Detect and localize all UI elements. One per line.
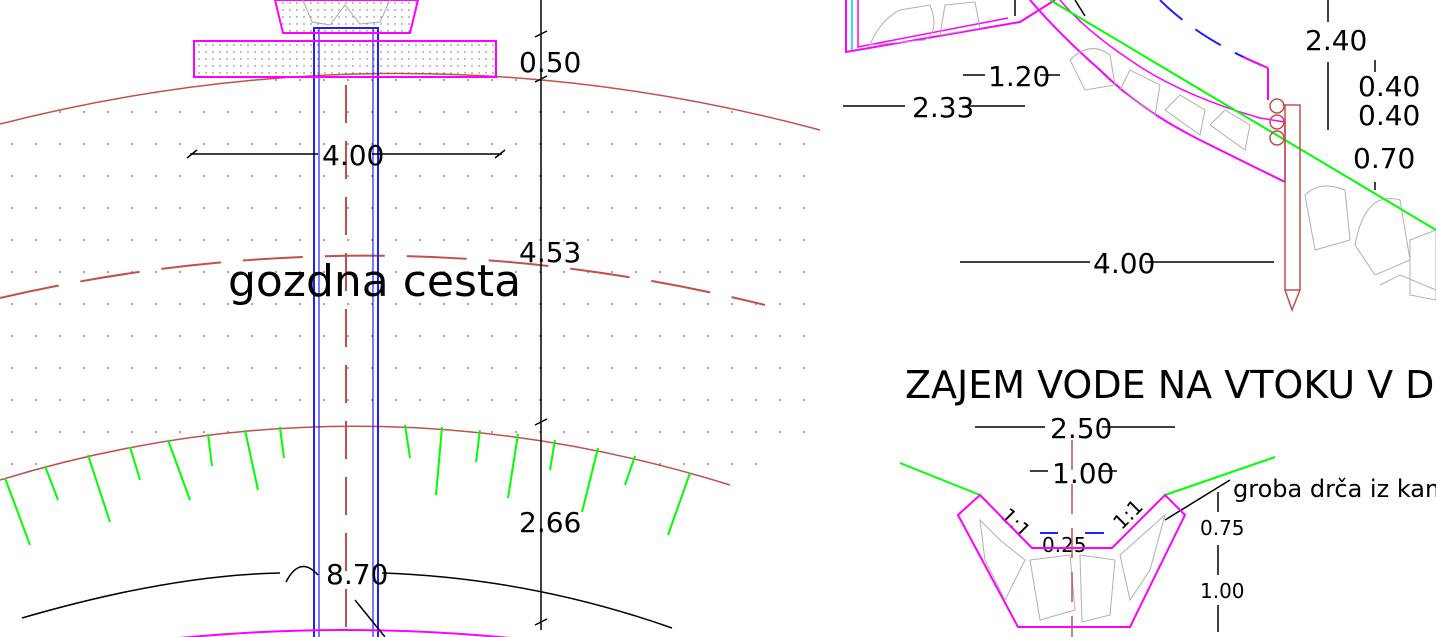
slope-hatching (4, 424, 691, 546)
water-line (1159, 0, 1269, 69)
dim-top-width: 2.50 (1050, 412, 1112, 445)
intake-dim-lines (975, 426, 1231, 632)
section-title: ZAJEM VODE NA VTOKU V DRČO PREF (905, 363, 1436, 407)
angle-symbol (285, 565, 319, 583)
upper-section: 1.20 2.33 2.40 0.40 0.40 0.70 4.00 (843, 0, 1436, 313)
short-magenta (1242, 56, 1269, 69)
pipe-circles (1269, 98, 1285, 146)
pile (1284, 104, 1301, 313)
slope-left: 1:1 (996, 503, 1036, 543)
upper-dim-lines (843, 0, 1376, 263)
ground-right (1164, 456, 1276, 496)
dim-100: 1.00 (1200, 579, 1245, 603)
dim-233: 2.33 (912, 91, 974, 124)
outlet-edge (179, 629, 511, 637)
ground-left (899, 462, 981, 496)
dim-road-width: 4.00 (322, 139, 384, 172)
intake-channel (956, 493, 1187, 628)
arc-dimension (21, 572, 673, 629)
slope-right: 1:1 (1108, 494, 1148, 534)
dim-arc-length: 8.70 (326, 558, 388, 591)
dim-lower-depth: 2.66 (519, 506, 581, 539)
dim-070: 0.70 (1353, 142, 1415, 175)
dim-240: 2.40 (1305, 24, 1367, 57)
dim-bottom-width: 1.00 (1052, 457, 1114, 490)
dim-top-offset: 0.50 (519, 46, 581, 79)
road-label: gozdna cesta (228, 256, 521, 307)
note-label: groba drča iz kamn (1233, 475, 1436, 503)
dim-400: 4.00 (1093, 247, 1155, 280)
road-surface (0, 73, 820, 485)
intake-stones (979, 513, 1166, 623)
inlet-structure (273, 0, 420, 34)
dim-075: 0.75 (1200, 516, 1245, 540)
road-edge-bottom (0, 425, 731, 486)
road-width-dimension (186, 149, 506, 159)
dim-040b: 0.40 (1358, 99, 1420, 132)
intake-section: ZAJEM VODE NA VTOKU V DRČO PREF 2.50 1.0… (899, 363, 1436, 637)
dim-road-depth: 4.53 (519, 236, 581, 269)
stone-pattern (869, 1, 1436, 301)
road-centerline (0, 254, 766, 306)
vertical-dimension (534, 0, 548, 630)
leader-line (354, 599, 386, 637)
headwall-slab (193, 40, 497, 78)
dim-120: 1.20 (988, 60, 1050, 93)
dim-040a: 0.40 (1358, 70, 1420, 103)
plan-view: 0.50 4.53 2.66 4.00 gozdna cesta 8.70 (0, 0, 821, 637)
dim-inner: 0.25 (1042, 533, 1087, 557)
